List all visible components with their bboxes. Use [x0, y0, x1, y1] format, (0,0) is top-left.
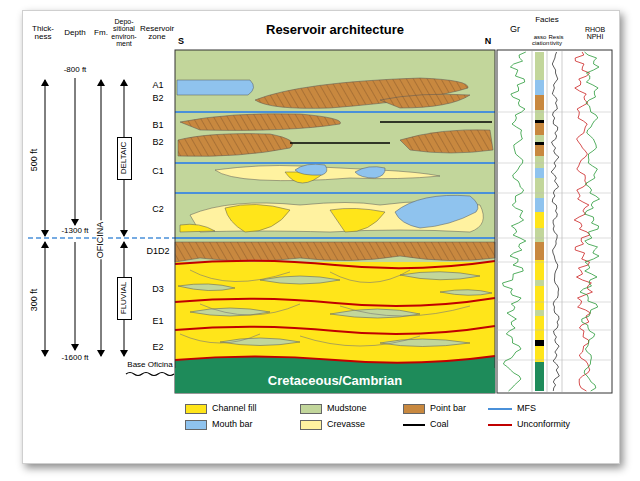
basement-band: Cretaceous/Cambrian [175, 368, 495, 393]
text-label: Resis tivity [548, 34, 564, 47]
text-label: B1 [152, 121, 163, 130]
facies-bar [535, 156, 544, 168]
environment-box: DELTAIC [117, 137, 132, 180]
text-label: B2 [152, 94, 163, 103]
text-label: D1D2 [146, 247, 169, 256]
text-label: Reservoir zone [140, 25, 174, 42]
text-label: -1600 ft [61, 354, 88, 362]
text-label: Reservoir architecture [266, 23, 404, 37]
facies-bar [535, 212, 544, 228]
facies-bar [535, 242, 544, 260]
text-label: D3 [152, 285, 164, 294]
legend-swatch [300, 420, 322, 430]
text-label: Base Oficina [126, 361, 173, 369]
text-label: A1 [152, 81, 163, 90]
text-label: B2 [152, 138, 163, 147]
text-label: Fm. [94, 29, 108, 37]
facies-bar [535, 110, 544, 120]
facies-bar [535, 120, 544, 123]
text-label: Thick- ness [28, 25, 58, 42]
text-label: 500 ft [30, 149, 39, 172]
facies-bar [535, 145, 544, 156]
facies-bar [535, 228, 544, 242]
facies-bar [535, 340, 544, 346]
text-label: -1300 ft [60, 227, 89, 235]
node-text: DELTAIC [120, 142, 128, 175]
legend-text: Point bar [430, 404, 466, 413]
facies-bar [535, 168, 544, 178]
facies-bar [535, 135, 544, 142]
node-text: Cretaceous/Cambrian [268, 374, 402, 388]
text-label: asso ciation [532, 34, 548, 47]
text-label: E2 [152, 343, 163, 352]
text-label: RHOB NPHI [581, 26, 609, 41]
legend-text: MFS [517, 404, 536, 413]
facies-bar [535, 52, 544, 80]
zone-tick [497, 262, 612, 263]
legend-text: Crevasse [327, 420, 365, 429]
left-column-arrows [28, 78, 175, 376]
legend-swatch [185, 404, 207, 414]
legend-text: Mudstone [327, 404, 367, 413]
text-label: Facies [535, 16, 559, 24]
legend-text: Channel fill [212, 404, 257, 413]
facies-bar [535, 198, 544, 212]
log-curve [551, 52, 559, 391]
text-label: C1 [152, 167, 164, 176]
facies-bar [535, 80, 544, 95]
text-label: Gr [510, 25, 520, 34]
text-label: 300 ft [30, 289, 39, 312]
facies-bar [535, 123, 544, 135]
facies-bar [535, 362, 544, 391]
text-label: N [485, 37, 492, 46]
facies-bar [535, 142, 544, 145]
zone-tick [497, 238, 612, 239]
text-label: Depo- sitional environ- ment [107, 18, 141, 47]
facies-bar [535, 95, 544, 110]
log-curve [580, 52, 600, 391]
text-label: C2 [152, 205, 164, 214]
log-curve [503, 52, 526, 391]
facies-bar [535, 286, 544, 310]
legend-text: Coal [430, 420, 449, 429]
facies-bar [535, 260, 544, 280]
legend-text: Mouth bar [212, 420, 253, 429]
text-label: Depth [64, 29, 85, 37]
well-logs [497, 50, 612, 393]
environment-box: FLUVIAL [117, 277, 132, 320]
node-text: FLUVIAL [120, 282, 128, 314]
text-label: S [178, 37, 184, 46]
log-curve [574, 52, 592, 391]
text-label: OFICINA [96, 221, 105, 260]
legend-text: Unconformity [517, 420, 570, 429]
legend-swatch [185, 420, 207, 430]
facies-bar [535, 316, 544, 340]
text-label: -800 ft [64, 66, 87, 74]
reservoir-section [175, 50, 495, 393]
legend-swatch [403, 404, 425, 414]
text-label: E1 [152, 317, 163, 326]
zone-tick [497, 193, 612, 194]
facies-bar [535, 346, 544, 362]
facies-bar [535, 178, 544, 198]
legend-swatch [300, 404, 322, 414]
facies-bar [535, 280, 544, 286]
facies-bar [535, 310, 544, 316]
